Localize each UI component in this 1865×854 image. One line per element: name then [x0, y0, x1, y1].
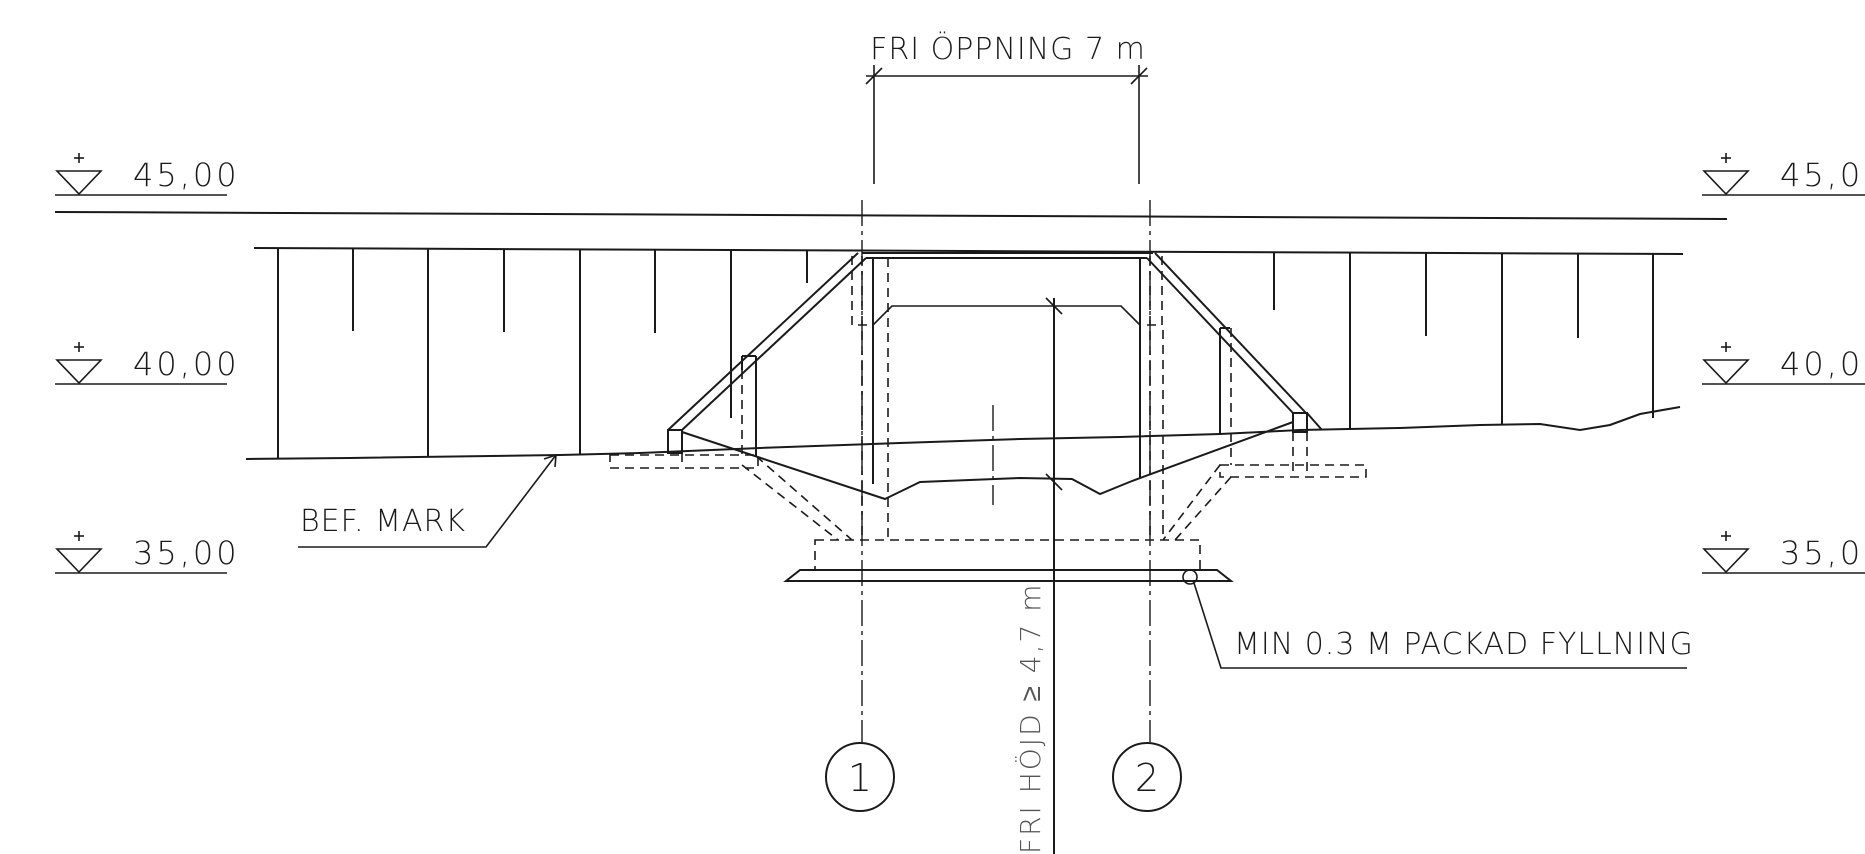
level-label-left-45: 45,00	[133, 156, 240, 194]
opening-dimension: FRI ÖPPNING 7 m	[865, 31, 1148, 184]
level-triangle-icon	[55, 170, 103, 196]
level-marker-right-45: 45,00	[1702, 153, 1865, 196]
ground-leader: BEF. MARK	[298, 453, 557, 548]
right-inclined-support	[1146, 252, 1323, 433]
gridline-label-2: 2	[1135, 756, 1159, 800]
hidden-foundations	[609, 256, 1367, 571]
clearance-height-dimension: FRI HÖJD ≥ 4,7 m	[1013, 297, 1063, 854]
level-label-left-40: 40,00	[133, 345, 240, 383]
level-triangle-icon	[55, 359, 103, 385]
level-label-right-40: 40,00	[1780, 345, 1865, 383]
level-marker-left-45: 45,00	[55, 153, 240, 196]
existing-ground-line	[245, 406, 1681, 460]
fill-leader: MIN 0.3 M PACKAD FYLLNING	[1182, 569, 1694, 669]
ground-label: BEF. MARK	[300, 504, 466, 539]
channel-bed-line	[681, 421, 1294, 501]
level-label-right-45: 45,00	[1780, 156, 1865, 194]
left-inclined-support	[667, 252, 867, 456]
leader-dot-icon	[1182, 569, 1198, 585]
embankment-hatch-left	[277, 249, 808, 459]
level-triangle-icon	[1702, 170, 1750, 196]
road-surface-line	[54, 211, 1728, 220]
level-label-right-35: 35,00	[1780, 534, 1865, 572]
level-marker-left-40: 40,00	[55, 342, 240, 385]
level-label-left-35: 35,00	[133, 534, 240, 572]
clearance-outline	[872, 305, 1141, 326]
clearance-height-label: FRI HÖJD ≥ 4,7 m	[1013, 582, 1047, 854]
packed-fill-pad	[783, 569, 1234, 582]
level-triangle-icon	[1702, 548, 1750, 574]
gridline-label-1: 1	[848, 756, 872, 800]
level-marker-right-40: 40,00	[1702, 342, 1865, 385]
level-marker-right-35: 35,00	[1702, 531, 1865, 574]
level-triangle-icon	[55, 548, 103, 574]
fill-label: MIN 0.3 M PACKAD FYLLNING	[1234, 627, 1694, 662]
opening-dimension-label: FRI ÖPPNING 7 m	[870, 31, 1146, 67]
gridline-bubble-2: 2	[1112, 742, 1182, 812]
level-marker-left-35: 35,00	[55, 531, 240, 574]
embankment-top-line	[253, 247, 1684, 255]
gridline-bubble-1: 1	[825, 742, 895, 812]
embankment-hatch-right	[1273, 253, 1654, 429]
level-triangle-icon	[1702, 359, 1750, 385]
bridge-deck	[862, 252, 1153, 259]
